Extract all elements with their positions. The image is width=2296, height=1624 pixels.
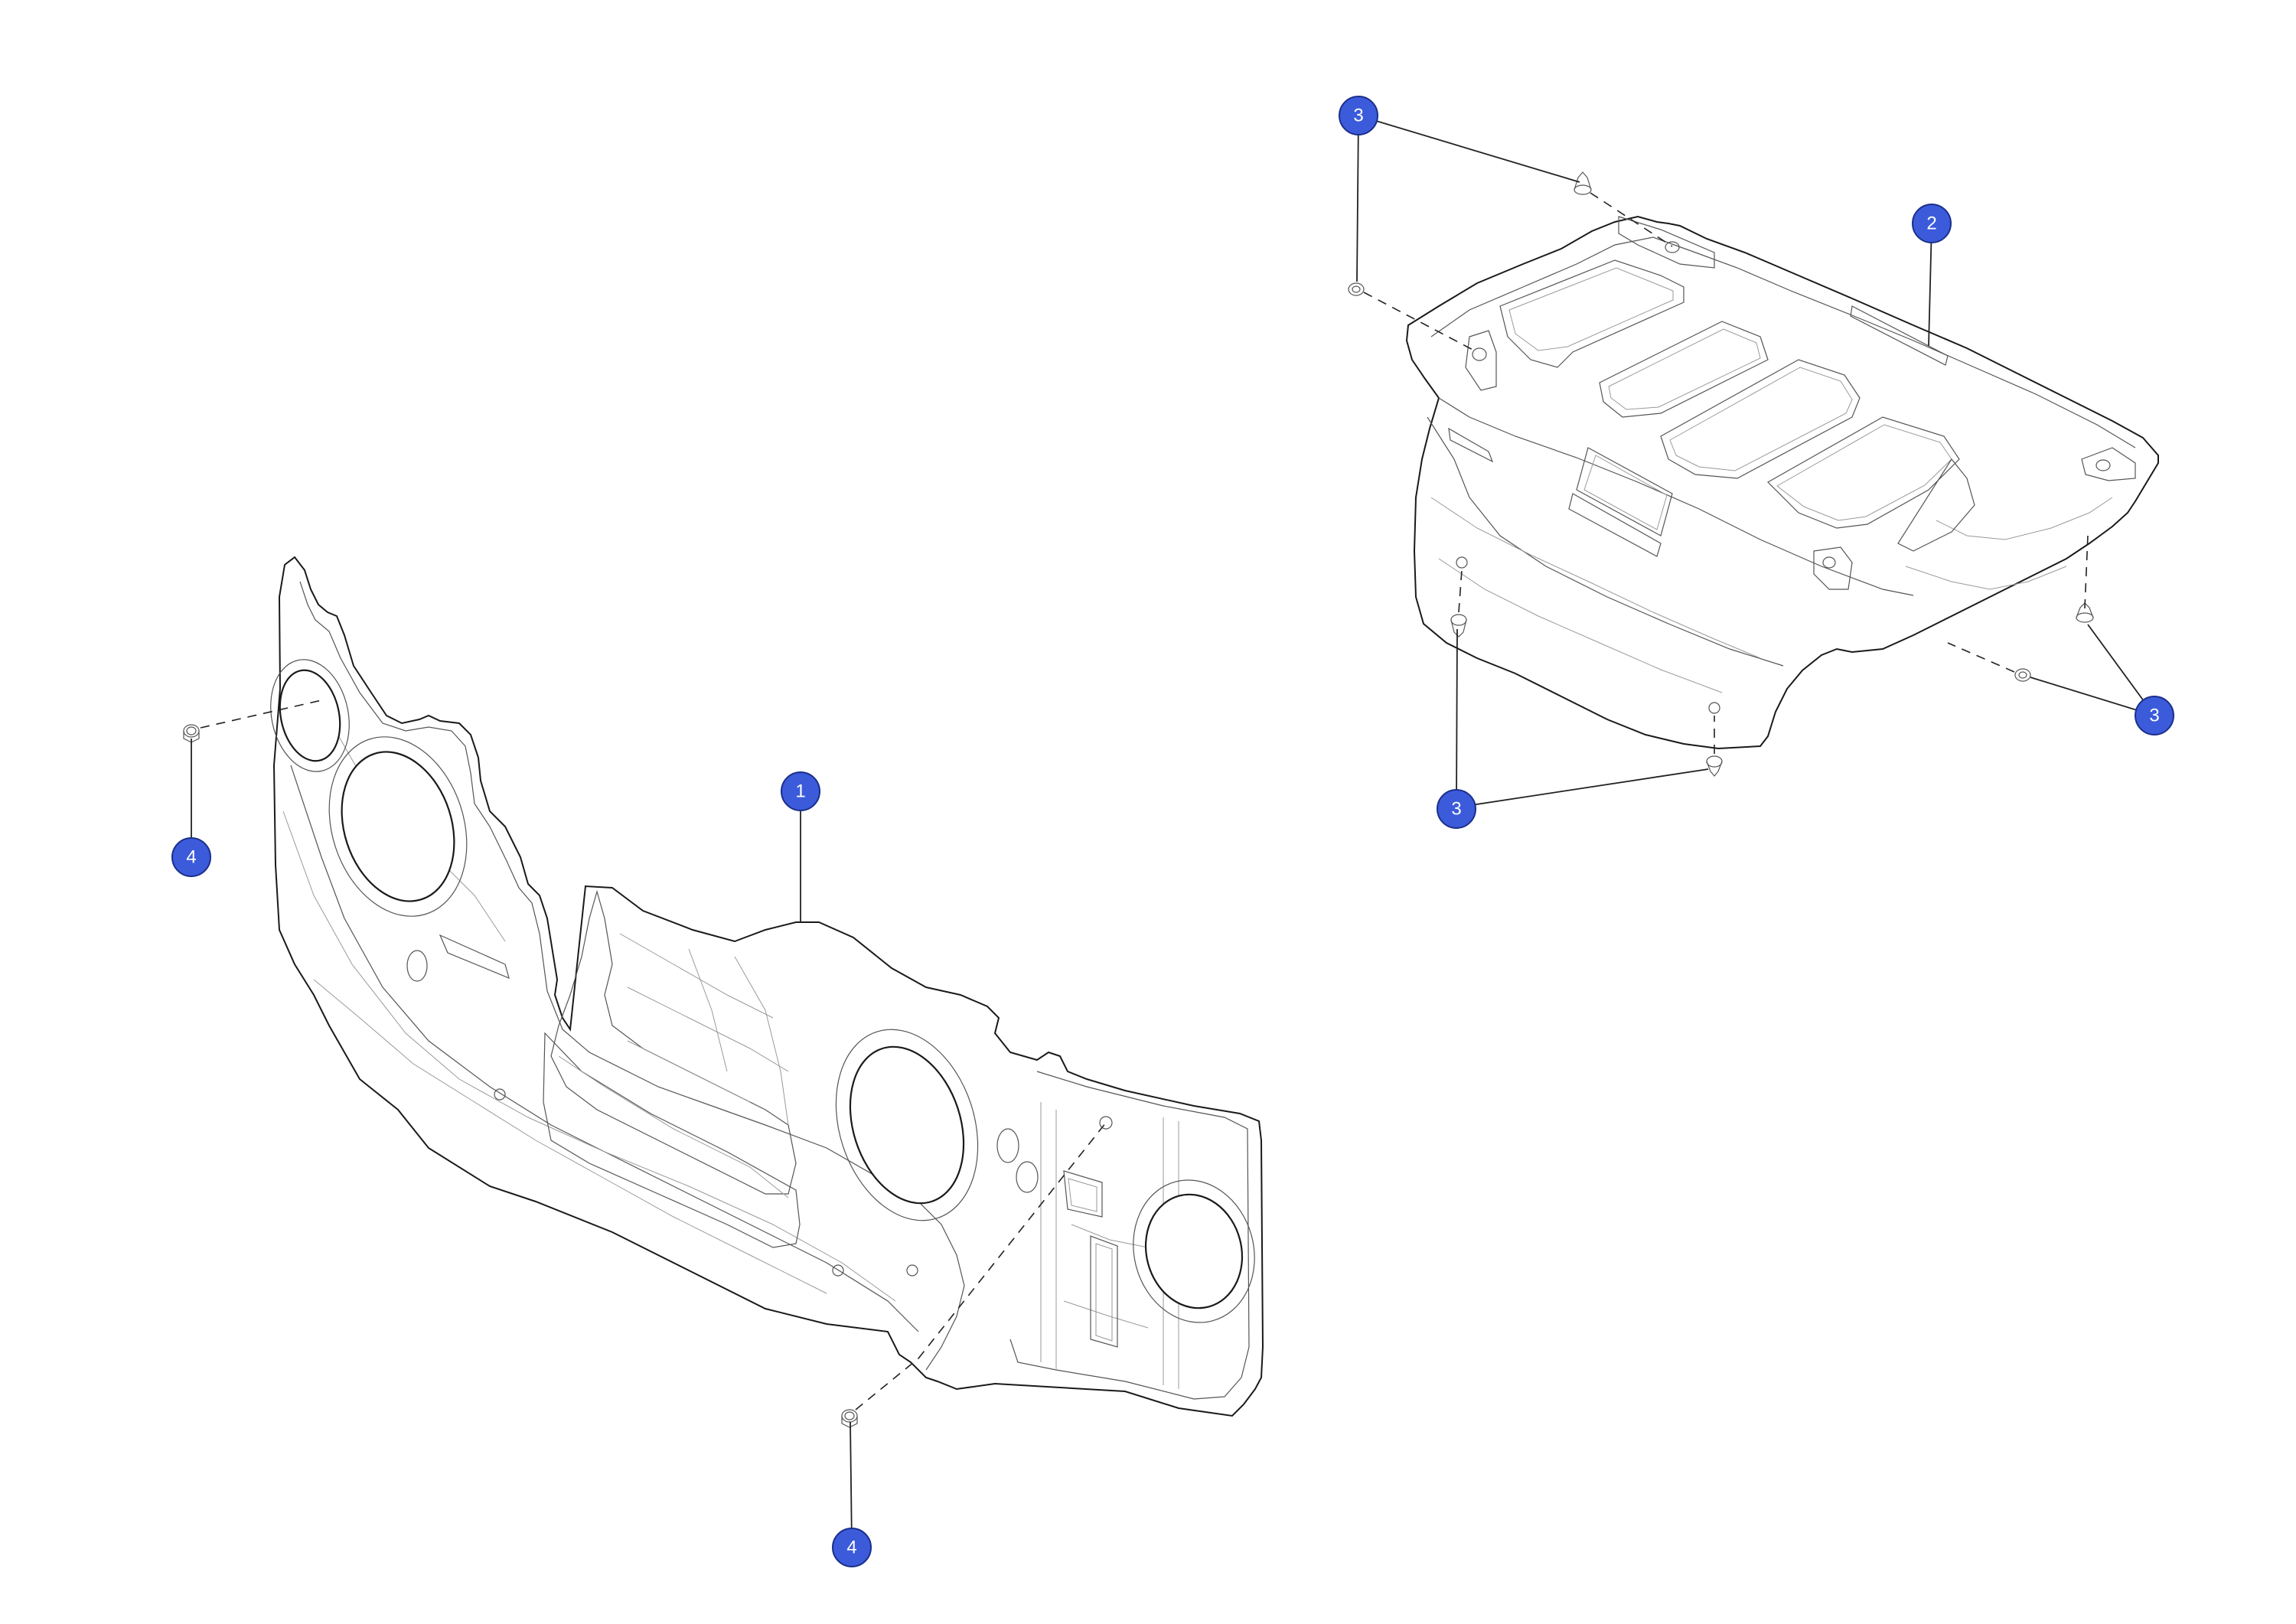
callout-4-left-label: 4 <box>186 847 196 868</box>
retaining-nut-bottom[interactable] <box>841 1409 858 1428</box>
callout-3-top[interactable]: 3 <box>1339 96 1378 135</box>
callout-3-right[interactable]: 3 <box>2135 696 2174 735</box>
assembly-guides <box>200 192 2089 1410</box>
callout-2-circle <box>1912 204 1952 243</box>
push-clip-fastener-left[interactable] <box>1348 282 1365 296</box>
callout-4-left[interactable]: 4 <box>171 837 211 877</box>
callout-3-bottom-label: 3 <box>1451 799 1461 820</box>
callout-4-left-circle <box>171 837 211 877</box>
panel-opening-upper <box>279 669 341 762</box>
callout-4-bottom-label: 4 <box>846 1538 856 1558</box>
callout-3-right-label: 3 <box>2149 706 2159 726</box>
callout-3-right-circle <box>2135 696 2174 735</box>
callout-4-bottom[interactable]: 4 <box>832 1528 872 1567</box>
panel-opening-right <box>1144 1193 1244 1309</box>
callout-3-bottom[interactable]: 3 <box>1437 789 1476 829</box>
callout-1[interactable]: 1 <box>781 771 820 811</box>
callout-leaders <box>191 115 2155 1547</box>
panel-opening-left <box>341 751 455 902</box>
callout-2-label: 2 <box>1926 214 1936 234</box>
callout-1-label: 1 <box>795 781 805 802</box>
push-clip-fastener-top[interactable] <box>1574 171 1592 195</box>
push-clip-fastener-bottom[interactable] <box>1706 755 1723 777</box>
panel-opening-center <box>849 1045 965 1205</box>
callout-4-bottom-circle <box>832 1528 872 1567</box>
callout-3-bottom-circle <box>1437 789 1476 829</box>
push-clip-fastener-lower-left[interactable] <box>1450 614 1467 638</box>
dash-insulator-panel[interactable] <box>261 556 1270 1417</box>
callout-1-circle <box>781 771 820 811</box>
callout-3-top-label: 3 <box>1353 106 1363 126</box>
push-clip-fastener-right-bottom[interactable] <box>2014 668 2031 682</box>
callout-3-top-circle <box>1339 96 1378 135</box>
heat-shield-panel[interactable] <box>1405 215 2159 750</box>
callout-2[interactable]: 2 <box>1912 204 1952 243</box>
